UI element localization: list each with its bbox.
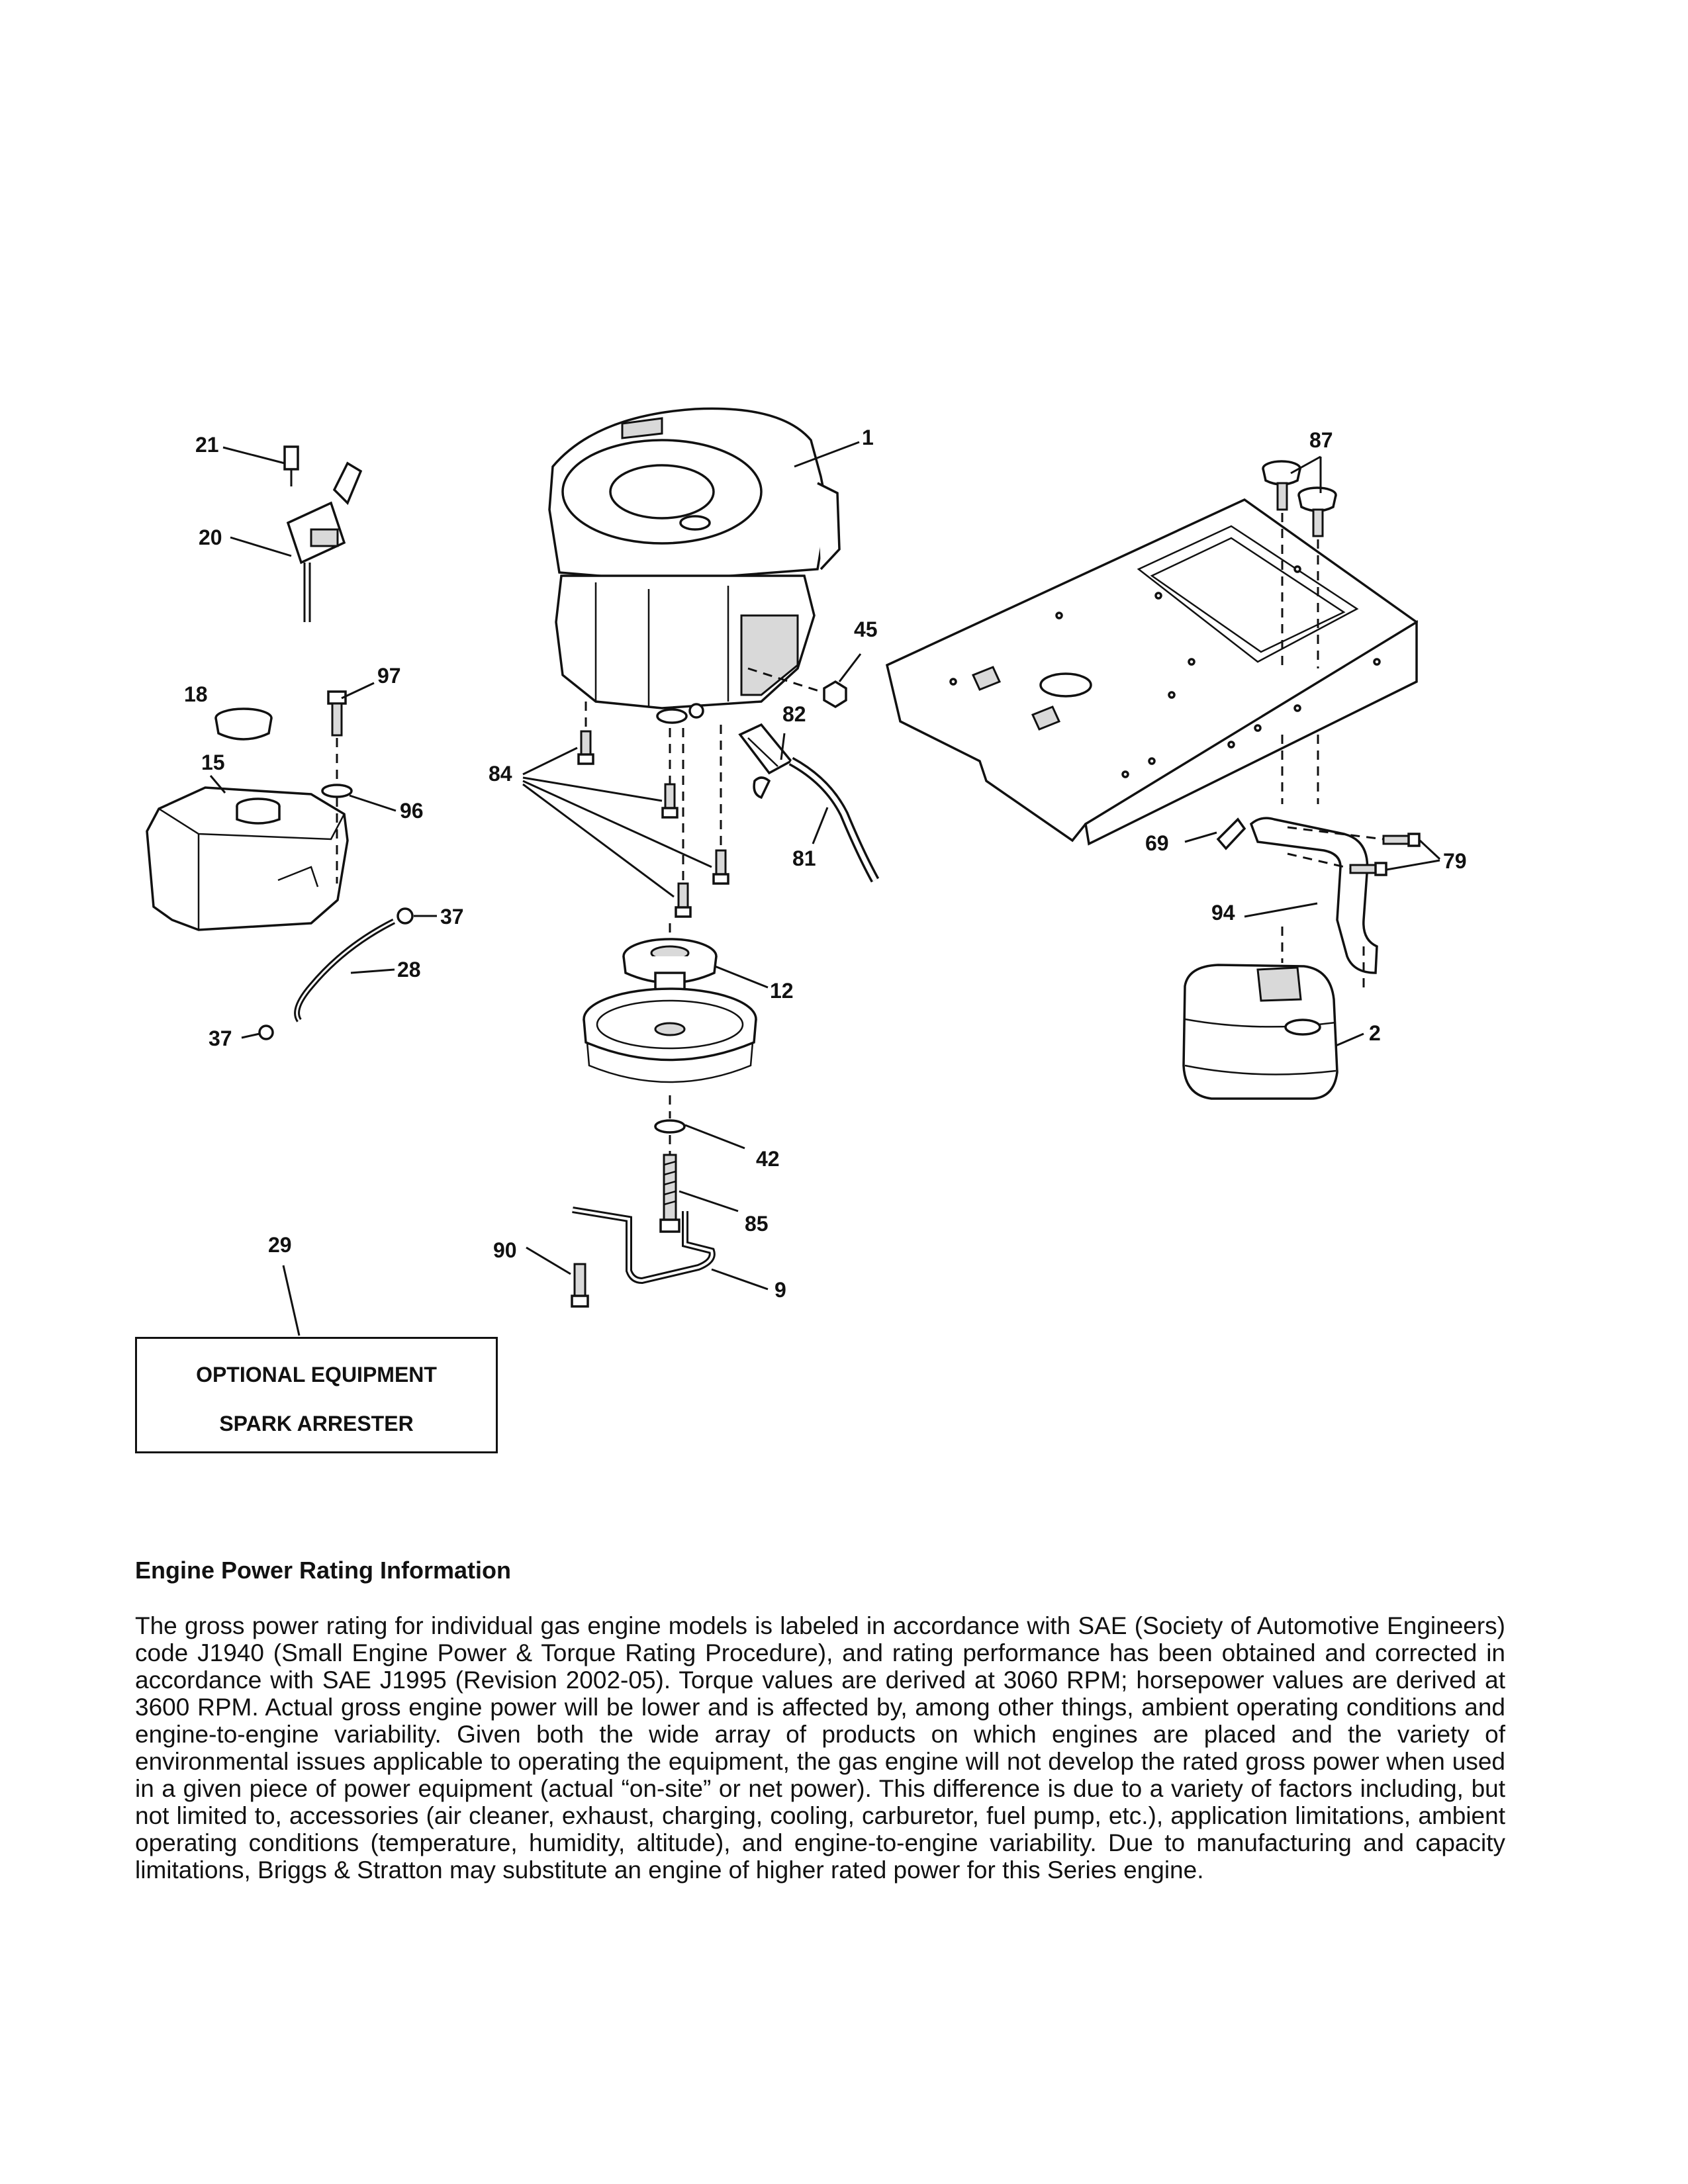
callout-21: 21 [195, 433, 219, 457]
engine-parts-diagram: 21 20 18 97 15 96 37 28 37 1 45 82 84 81… [146, 407, 1467, 1336]
leader-line [780, 733, 786, 760]
leader-line [241, 1032, 260, 1039]
bolt-part [659, 1154, 680, 1233]
callout-84: 84 [489, 762, 512, 786]
callout-90: 90 [493, 1238, 517, 1262]
gasket-part [1216, 817, 1246, 850]
callout-42: 42 [756, 1147, 780, 1171]
callout-12: 12 [770, 979, 794, 1003]
washer-part [654, 1119, 686, 1134]
leader-line [350, 968, 395, 974]
leader-line [1244, 902, 1318, 918]
callout-97: 97 [377, 664, 401, 688]
optional-equipment-label: OPTIONAL EQUIPMENT [196, 1363, 437, 1387]
callout-69: 69 [1145, 831, 1169, 855]
hose-clamp-part [258, 1024, 274, 1040]
frame-part [885, 498, 1419, 846]
callout-37-bottom: 37 [209, 1026, 232, 1050]
leader-line [812, 807, 829, 844]
knob-part [1262, 460, 1337, 537]
leader-line [349, 794, 397, 812]
leader-line [341, 682, 375, 700]
fuel-cap-part [214, 707, 273, 741]
leader-line [794, 441, 860, 468]
bolt-part [571, 1263, 589, 1308]
section-body-text: The gross power rating for individual ga… [135, 1612, 1505, 1884]
callout-28: 28 [397, 958, 421, 981]
callout-15: 15 [201, 751, 225, 774]
callout-37-top: 37 [440, 905, 464, 929]
callout-85: 85 [745, 1212, 769, 1236]
leader-line [222, 446, 285, 465]
leader-line [1184, 831, 1217, 843]
callout-82: 82 [782, 702, 806, 726]
leader-line [522, 747, 578, 776]
engine-bolt-part [577, 730, 729, 918]
leader-line [1290, 455, 1321, 475]
leader-line [711, 1268, 769, 1291]
optional-equipment-box: OPTIONAL EQUIPMENT SPARK ARRESTER [135, 1337, 498, 1453]
leader-line [522, 780, 712, 868]
leader-line [679, 1190, 739, 1212]
muffler-part [1182, 964, 1338, 1100]
leader-line [209, 775, 226, 794]
leader-line [230, 536, 292, 557]
callout-1: 1 [862, 426, 874, 449]
hose-clamp-part [397, 907, 414, 925]
leader-line [684, 1124, 745, 1150]
exhaust-bolt-part [1349, 833, 1421, 876]
callout-81: 81 [792, 846, 816, 870]
washer-part [321, 784, 353, 798]
leader-line [838, 653, 862, 682]
assembly-line [747, 667, 821, 693]
callout-94: 94 [1211, 901, 1235, 925]
callout-29: 29 [268, 1233, 292, 1257]
leader-line [522, 783, 675, 898]
callout-9: 9 [774, 1278, 786, 1302]
leader-line [1419, 839, 1441, 860]
exhaust-pipe-part [1249, 817, 1378, 974]
throttle-control-part [283, 445, 363, 622]
section-heading: Engine Power Rating Information [135, 1557, 512, 1584]
callout-79: 79 [1443, 849, 1467, 873]
engine-part [548, 407, 841, 724]
callout-87: 87 [1309, 428, 1333, 452]
callout-2: 2 [1369, 1021, 1381, 1045]
leader-line [1335, 1032, 1364, 1047]
spark-arrester-label: SPARK ARRESTER [219, 1412, 414, 1435]
leader-line [282, 1265, 301, 1336]
nut-part [823, 680, 847, 709]
assembly-line [1287, 852, 1351, 870]
engine-pulley-part [583, 938, 757, 1083]
leader-line [526, 1246, 571, 1275]
callout-18: 18 [184, 682, 208, 706]
callout-45: 45 [854, 617, 878, 641]
leader-line [1386, 859, 1440, 871]
callout-20: 20 [199, 525, 222, 549]
leader-line [522, 776, 663, 802]
fuel-tank-part [146, 786, 349, 931]
callout-96: 96 [400, 799, 424, 823]
leader-line [714, 965, 769, 989]
bolt-part [327, 690, 347, 737]
assembly-line [1287, 826, 1384, 841]
